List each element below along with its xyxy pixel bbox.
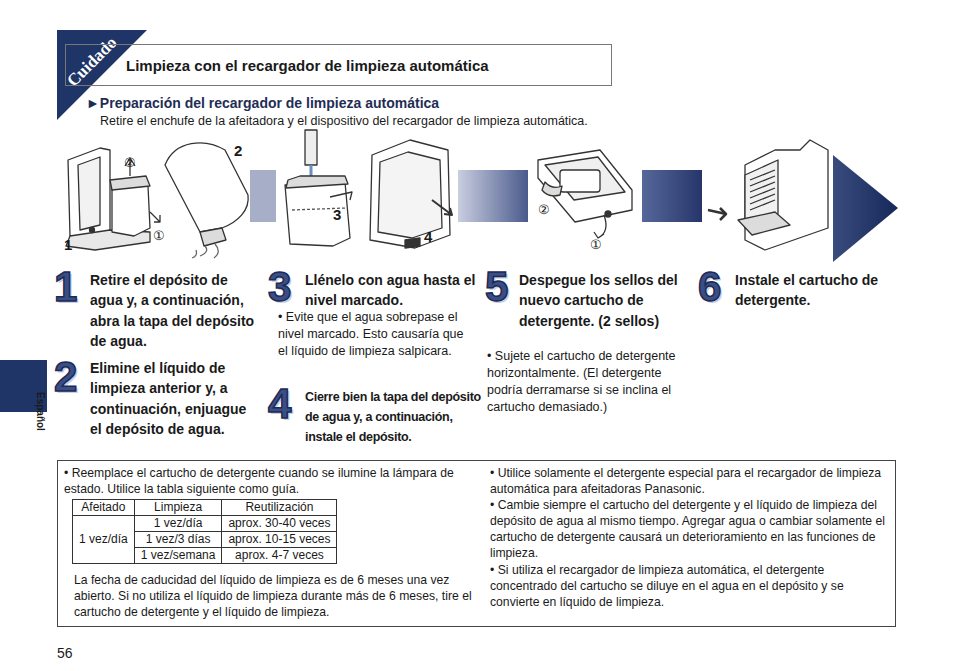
section-heading: Limpieza con el recargador de limpieza a… bbox=[126, 57, 489, 74]
table-cell: aprox. 4-7 veces bbox=[222, 548, 337, 564]
tank-illustration bbox=[165, 143, 248, 258]
step-number: 4 bbox=[268, 383, 291, 425]
charger-illustration bbox=[370, 140, 452, 248]
step-number: 6 bbox=[698, 266, 721, 308]
page-number: 56 bbox=[57, 645, 73, 661]
callout-number: ① bbox=[153, 228, 165, 243]
notes-column: • Utilice solamente el detergente especi… bbox=[484, 465, 889, 620]
callout-number: ② bbox=[124, 155, 136, 170]
notes-box: • Reemplace el cartucho de detergente cu… bbox=[57, 460, 896, 627]
notes-column: • Reemplace el cartucho de detergente cu… bbox=[64, 465, 484, 620]
faucet-illustration bbox=[285, 130, 352, 246]
language-tab: Español bbox=[35, 392, 46, 431]
step-note: • Evite que el agua sobrepase el nivel m… bbox=[278, 309, 474, 360]
step-text: Despegue los sellos del nuevo cartucho d… bbox=[519, 270, 689, 331]
step-number: 3 bbox=[268, 266, 291, 308]
table-cell: Reutilización bbox=[222, 500, 337, 516]
next-arrow bbox=[833, 155, 898, 262]
note-text: • Cambie siempre el cartucho del deterge… bbox=[490, 497, 889, 561]
step-note: • Sujete el cartucho de detergente horiz… bbox=[487, 348, 677, 416]
charger-illustration bbox=[66, 148, 160, 250]
step-number: 2 bbox=[54, 356, 77, 398]
step-number: 5 bbox=[485, 266, 508, 308]
step-text: Retire el depósito de agua y, a continua… bbox=[90, 270, 258, 351]
callout-number: ① bbox=[590, 237, 602, 252]
instruction-note: Retire el enchufe de la afeitadora y el … bbox=[100, 114, 588, 128]
table-cell: aprox. 30-40 veces bbox=[222, 516, 337, 532]
table-row: 1 vez/día1 vez/díaaprox. 30-40 veces bbox=[73, 516, 337, 532]
section-header-box: Limpieza con el recargador de limpieza a… bbox=[65, 44, 612, 86]
note-text: • Reemplace el cartucho de detergente cu… bbox=[64, 465, 472, 497]
charger-illustration bbox=[708, 140, 828, 250]
table-row: 1 vez/semanaaprox. 4-7 veces bbox=[73, 548, 337, 564]
note-text: La fecha de caducidad del líquido de lim… bbox=[64, 572, 472, 620]
callout-number: 4 bbox=[424, 228, 432, 245]
step-band bbox=[250, 170, 276, 222]
step-band bbox=[642, 170, 702, 222]
table-cell: aprox. 10-15 veces bbox=[222, 532, 337, 548]
callout-number: ② bbox=[538, 202, 550, 217]
note-text: • Si utiliza el recargador de limpieza a… bbox=[490, 562, 889, 610]
table-row: AfeitadoLimpiezaReutilización bbox=[73, 500, 337, 516]
note-text: • Utilice solamente el detergente especi… bbox=[490, 465, 889, 497]
step-text: Instale el cartucho de detergente. bbox=[735, 270, 895, 311]
step-text: Elimine el líquido de limpieza anterior … bbox=[90, 358, 258, 439]
subheading: ►Preparación del recargador de limpieza … bbox=[86, 95, 439, 111]
table-cell: 1 vez/día bbox=[134, 516, 222, 532]
step-text: Llénelo con agua hasta el nivel marcado. bbox=[305, 270, 485, 311]
table-cell: 1 vez/día bbox=[73, 516, 135, 564]
guide-table: AfeitadoLimpiezaReutilización1 vez/día1 … bbox=[72, 499, 337, 564]
callout-number: 1 bbox=[64, 236, 72, 253]
step-band bbox=[458, 170, 528, 222]
callout-number: 3 bbox=[333, 206, 341, 223]
table-cell: Limpieza bbox=[134, 500, 222, 516]
step-number: 1 bbox=[54, 266, 77, 308]
table-cell: 1 vez/3 días bbox=[134, 532, 222, 548]
table-cell: Afeitado bbox=[73, 500, 135, 516]
cartridge-illustration bbox=[538, 150, 632, 238]
step-text: Cierre bien la tapa del depósito de agua… bbox=[305, 387, 490, 447]
table-cell: 1 vez/semana bbox=[134, 548, 222, 564]
callout-number: 2 bbox=[234, 142, 242, 159]
